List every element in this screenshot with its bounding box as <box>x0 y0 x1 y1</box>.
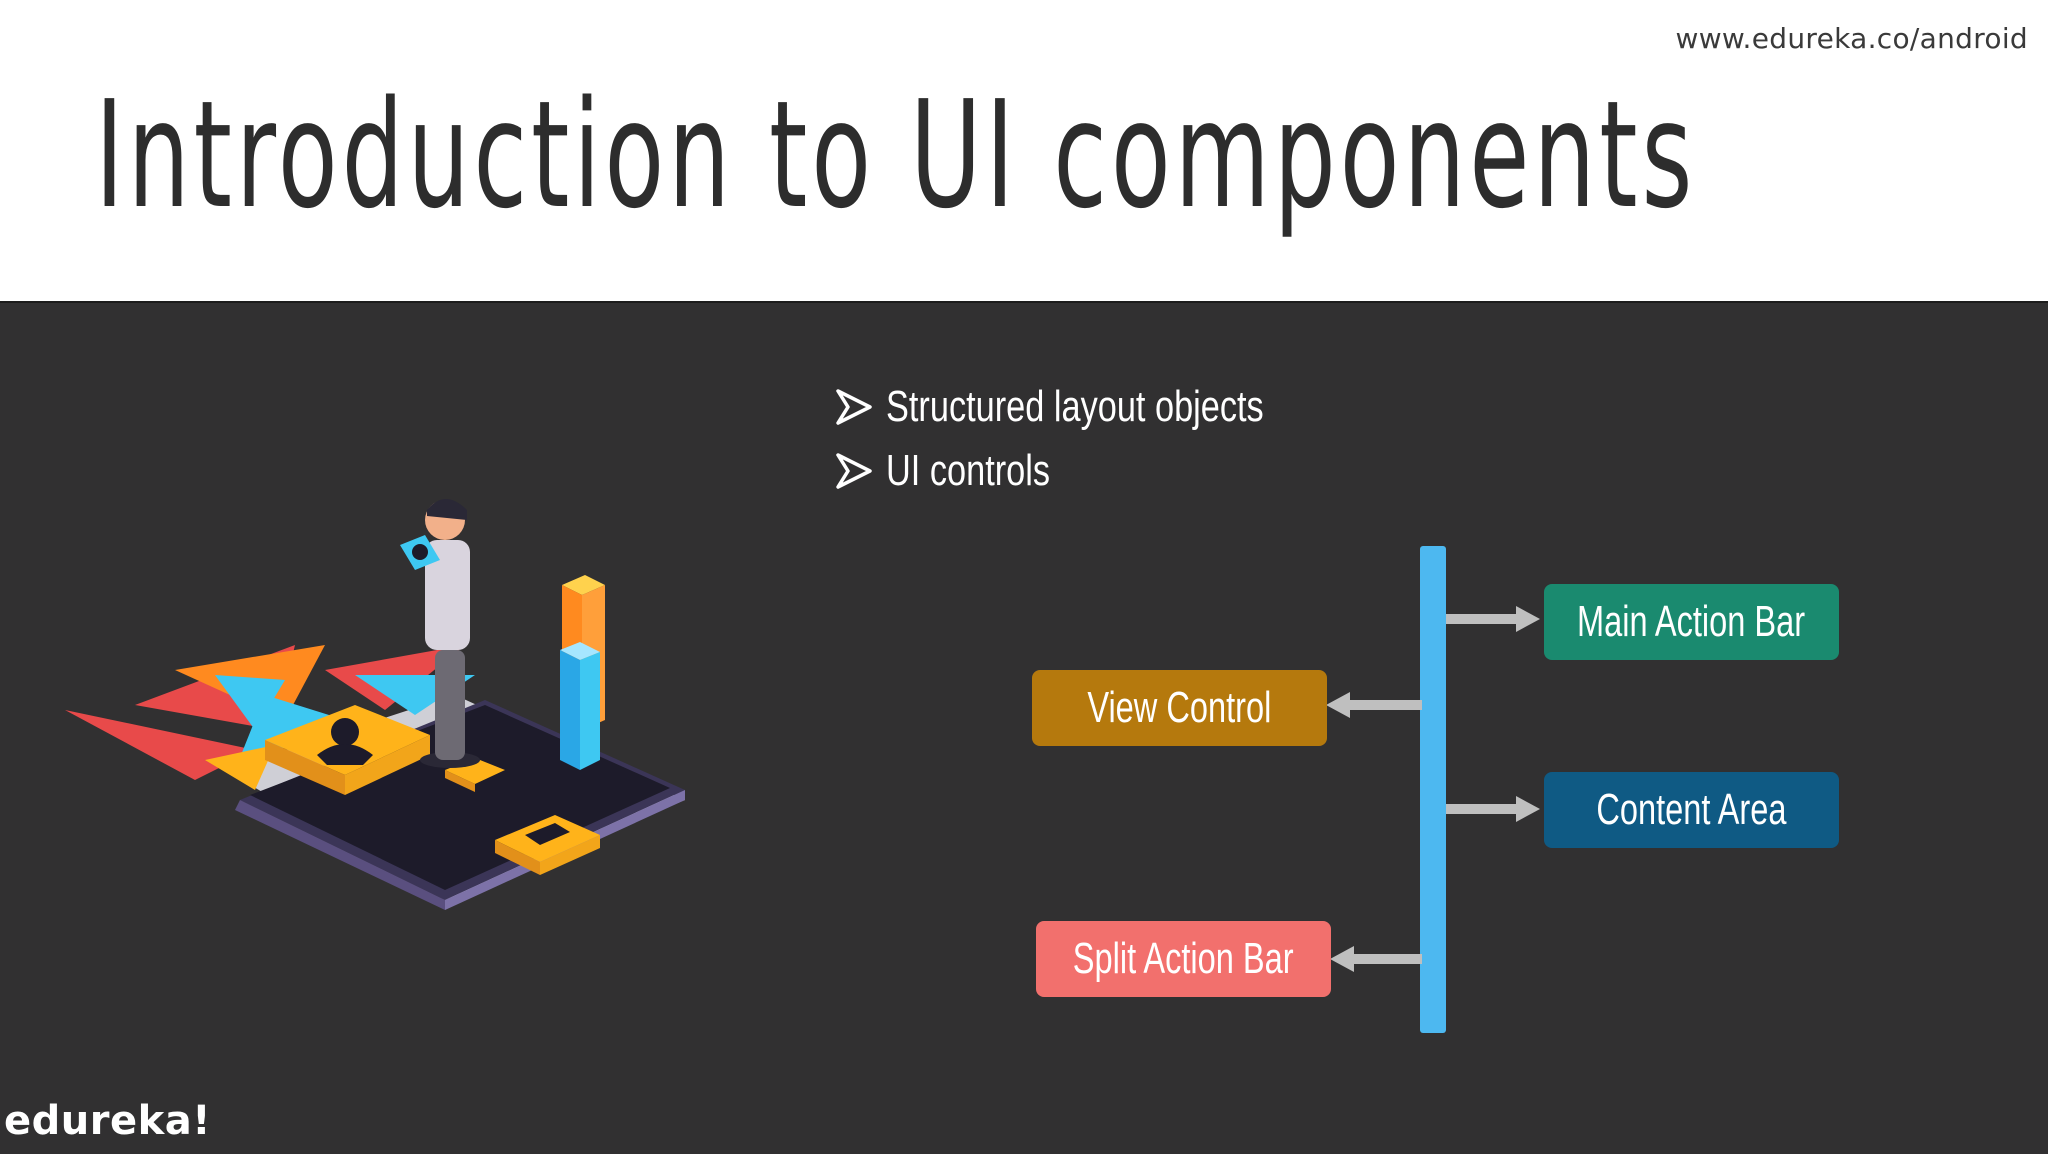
bullet-structured-layout: Structured layout objects <box>836 375 1370 439</box>
developer-illustration <box>65 499 685 910</box>
bullet-label: Structured layout objects <box>886 382 1264 431</box>
diagram-vertical-bar <box>1420 546 1446 1033</box>
arrowhead-bullet-icon <box>836 453 872 489</box>
site-url: www.edureka.co/android <box>1675 22 2028 55</box>
view-control-box: View Control <box>1032 670 1327 746</box>
content-area-label: Content Area <box>1596 785 1787 834</box>
arrow-to-split-action-bar <box>1330 946 1422 972</box>
bullet-ui-controls: UI controls <box>836 439 1370 503</box>
arrow-to-content-area <box>1446 796 1540 822</box>
arrowhead-bullet-icon <box>836 389 872 425</box>
split-action-bar-box: Split Action Bar <box>1036 921 1331 997</box>
arrow-to-main-action-bar <box>1446 606 1540 632</box>
content-area-box: Content Area <box>1544 772 1839 848</box>
main-action-bar-box: Main Action Bar <box>1544 584 1839 660</box>
arrow-to-view-control <box>1326 692 1422 718</box>
bullet-label: UI controls <box>886 446 1051 495</box>
slide-title: Introduction to UI components <box>95 69 1697 241</box>
edureka-logo: edureka! <box>4 1098 211 1144</box>
view-control-label: View Control <box>1087 683 1272 732</box>
main-action-bar-label: Main Action Bar <box>1577 597 1806 646</box>
split-action-bar-label: Split Action Bar <box>1073 934 1294 983</box>
